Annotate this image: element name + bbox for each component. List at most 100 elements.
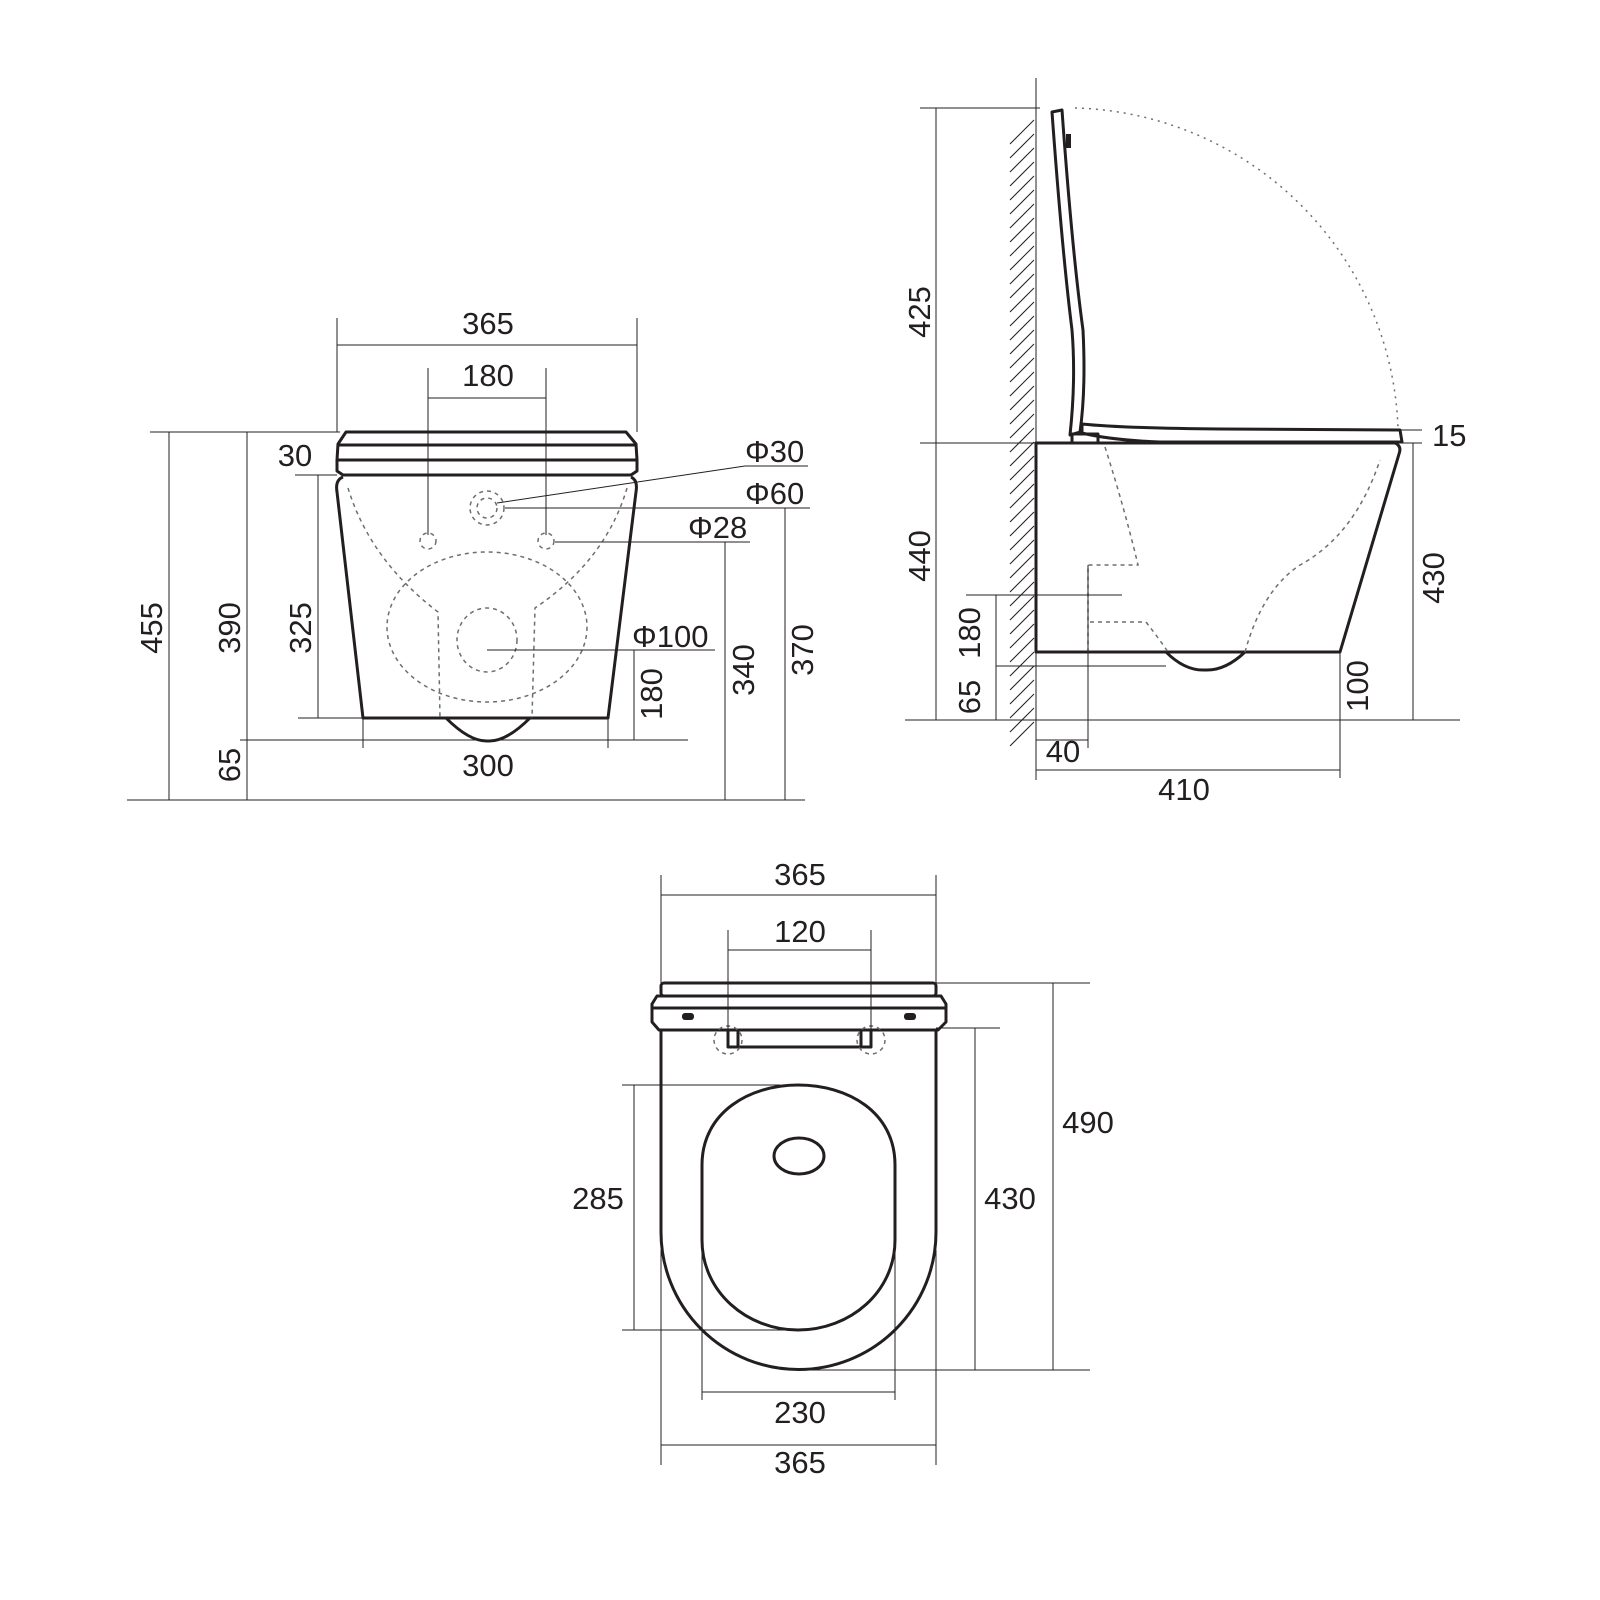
dim-top-opening-width: 230	[774, 1395, 826, 1430]
top-flush-outlet	[772, 1136, 826, 1176]
hatch-line	[1009, 371, 1035, 397]
hatch-line	[1009, 497, 1035, 523]
front-view: 365 180 30 455 390 325 65 300 180 Φ100 3…	[127, 306, 820, 801]
hatch-line	[1009, 399, 1035, 425]
dim-front-outlet-diameter: Φ100	[632, 619, 708, 654]
side-bowl-body	[1034, 441, 1402, 654]
hatch-line	[1009, 161, 1035, 187]
dim-front-width: 365	[462, 306, 514, 341]
front-seat-lid	[335, 430, 639, 477]
hatch-line	[1009, 287, 1035, 313]
dim-front-bottom-width: 300	[462, 748, 514, 783]
hatch-line	[1009, 623, 1035, 649]
bolt-hole-right	[537, 532, 555, 550]
hatch-line	[1009, 147, 1035, 173]
hatch-line	[1009, 133, 1035, 159]
top-dimension-lines	[622, 875, 1090, 1465]
dim-top-hinge-spacing: 120	[774, 914, 826, 949]
side-dimension-lines	[905, 107, 1460, 780]
dim-side-outlet-height: 180	[952, 607, 987, 659]
dim-front-370: 370	[785, 624, 820, 676]
side-lid-raised	[1050, 108, 1086, 437]
hatch-line	[1009, 637, 1035, 663]
dim-side-seat-height: 440	[902, 530, 937, 582]
top-seat-back	[659, 981, 938, 998]
inlet-circle-30	[476, 497, 498, 519]
hatch-line	[1009, 539, 1035, 565]
dim-front-seat-thickness: 30	[278, 438, 312, 473]
outlet-outer-circle	[386, 551, 588, 703]
hatch-line	[1009, 189, 1035, 215]
hatch-line	[1009, 511, 1035, 537]
dim-top-opening-length: 285	[572, 1181, 624, 1216]
hatch-line	[1009, 581, 1035, 607]
dim-side-depth: 410	[1158, 772, 1210, 807]
hatch-line	[1009, 203, 1035, 229]
fixing-slot-right	[904, 1013, 916, 1020]
side-internal-channel	[1087, 446, 1381, 653]
dim-top-total-length: 490	[1062, 1105, 1114, 1140]
internal-channel-right	[531, 487, 628, 719]
hatch-line	[1009, 483, 1035, 509]
dim-side-100: 100	[1340, 660, 1375, 712]
hatch-line	[1009, 259, 1035, 285]
front-trap-bulge	[444, 716, 532, 743]
bolt-hole-left	[419, 532, 437, 550]
dim-side-65: 65	[952, 680, 987, 714]
hatch-line	[1009, 567, 1035, 593]
hatch-line	[1009, 217, 1035, 243]
side-trap-bulge	[1164, 650, 1247, 672]
hatch-line	[1009, 231, 1035, 257]
front-bowl-body	[335, 475, 638, 720]
hatch-line	[1009, 175, 1035, 201]
hatch-line	[1009, 609, 1035, 635]
fixing-slot-left	[682, 1013, 694, 1020]
hatch-line	[1009, 679, 1035, 705]
inlet-circle-60	[469, 490, 505, 526]
lid-bumper	[1066, 134, 1071, 148]
hatch-line	[1009, 357, 1035, 383]
side-view: 425 440 15 430 180 65 100 40 410	[902, 78, 1466, 807]
dim-top-width-bottom: 365	[774, 1445, 826, 1480]
hatch-line	[1009, 385, 1035, 411]
dim-front-325: 325	[283, 602, 318, 654]
top-hinge-band	[650, 994, 948, 1032]
dim-side-wall-offset: 40	[1046, 734, 1080, 769]
hatch-line	[1009, 525, 1035, 551]
hatch-line	[1009, 273, 1035, 299]
hatch-line	[1009, 245, 1035, 271]
hatch-line	[1009, 651, 1035, 677]
front-dimension-lines	[127, 318, 810, 801]
hinge-bar	[726, 1028, 873, 1049]
dim-front-455: 455	[134, 602, 169, 654]
dim-top-bowl-length: 430	[984, 1181, 1036, 1216]
dim-front-340: 340	[726, 644, 761, 696]
hatch-line	[1009, 595, 1035, 621]
dim-front-inlet-30: Φ30	[745, 434, 804, 469]
dim-front-inlet-60: Φ60	[745, 476, 804, 511]
dim-front-bolt-28: Φ28	[688, 510, 747, 545]
hatch-line	[1009, 469, 1035, 495]
hatch-line	[1009, 343, 1035, 369]
dim-side-seat-thickness: 15	[1432, 418, 1466, 453]
dim-front-65: 65	[212, 748, 247, 782]
hatch-line	[1009, 427, 1035, 453]
top-bowl-opening	[700, 1083, 897, 1332]
hatch-line	[1009, 721, 1035, 747]
top-seat-outline	[659, 1030, 938, 1371]
lid-swing-arc	[1074, 107, 1399, 429]
hatch-line	[1009, 693, 1035, 719]
hatch-line	[1009, 553, 1035, 579]
top-view: 365 120 285 430 490 230 365	[572, 857, 1114, 1480]
hatch-line	[1009, 301, 1035, 327]
wall-hatching	[1009, 119, 1035, 747]
dim-top-width: 365	[774, 857, 826, 892]
dim-side-body-height: 430	[1416, 552, 1451, 604]
dim-front-mount-spacing: 180	[462, 358, 514, 393]
dim-front-outlet-height: 180	[634, 668, 669, 720]
side-seat	[1080, 422, 1404, 444]
hatch-line	[1009, 119, 1035, 145]
hatch-line	[1009, 455, 1035, 481]
hatch-line	[1009, 413, 1035, 439]
